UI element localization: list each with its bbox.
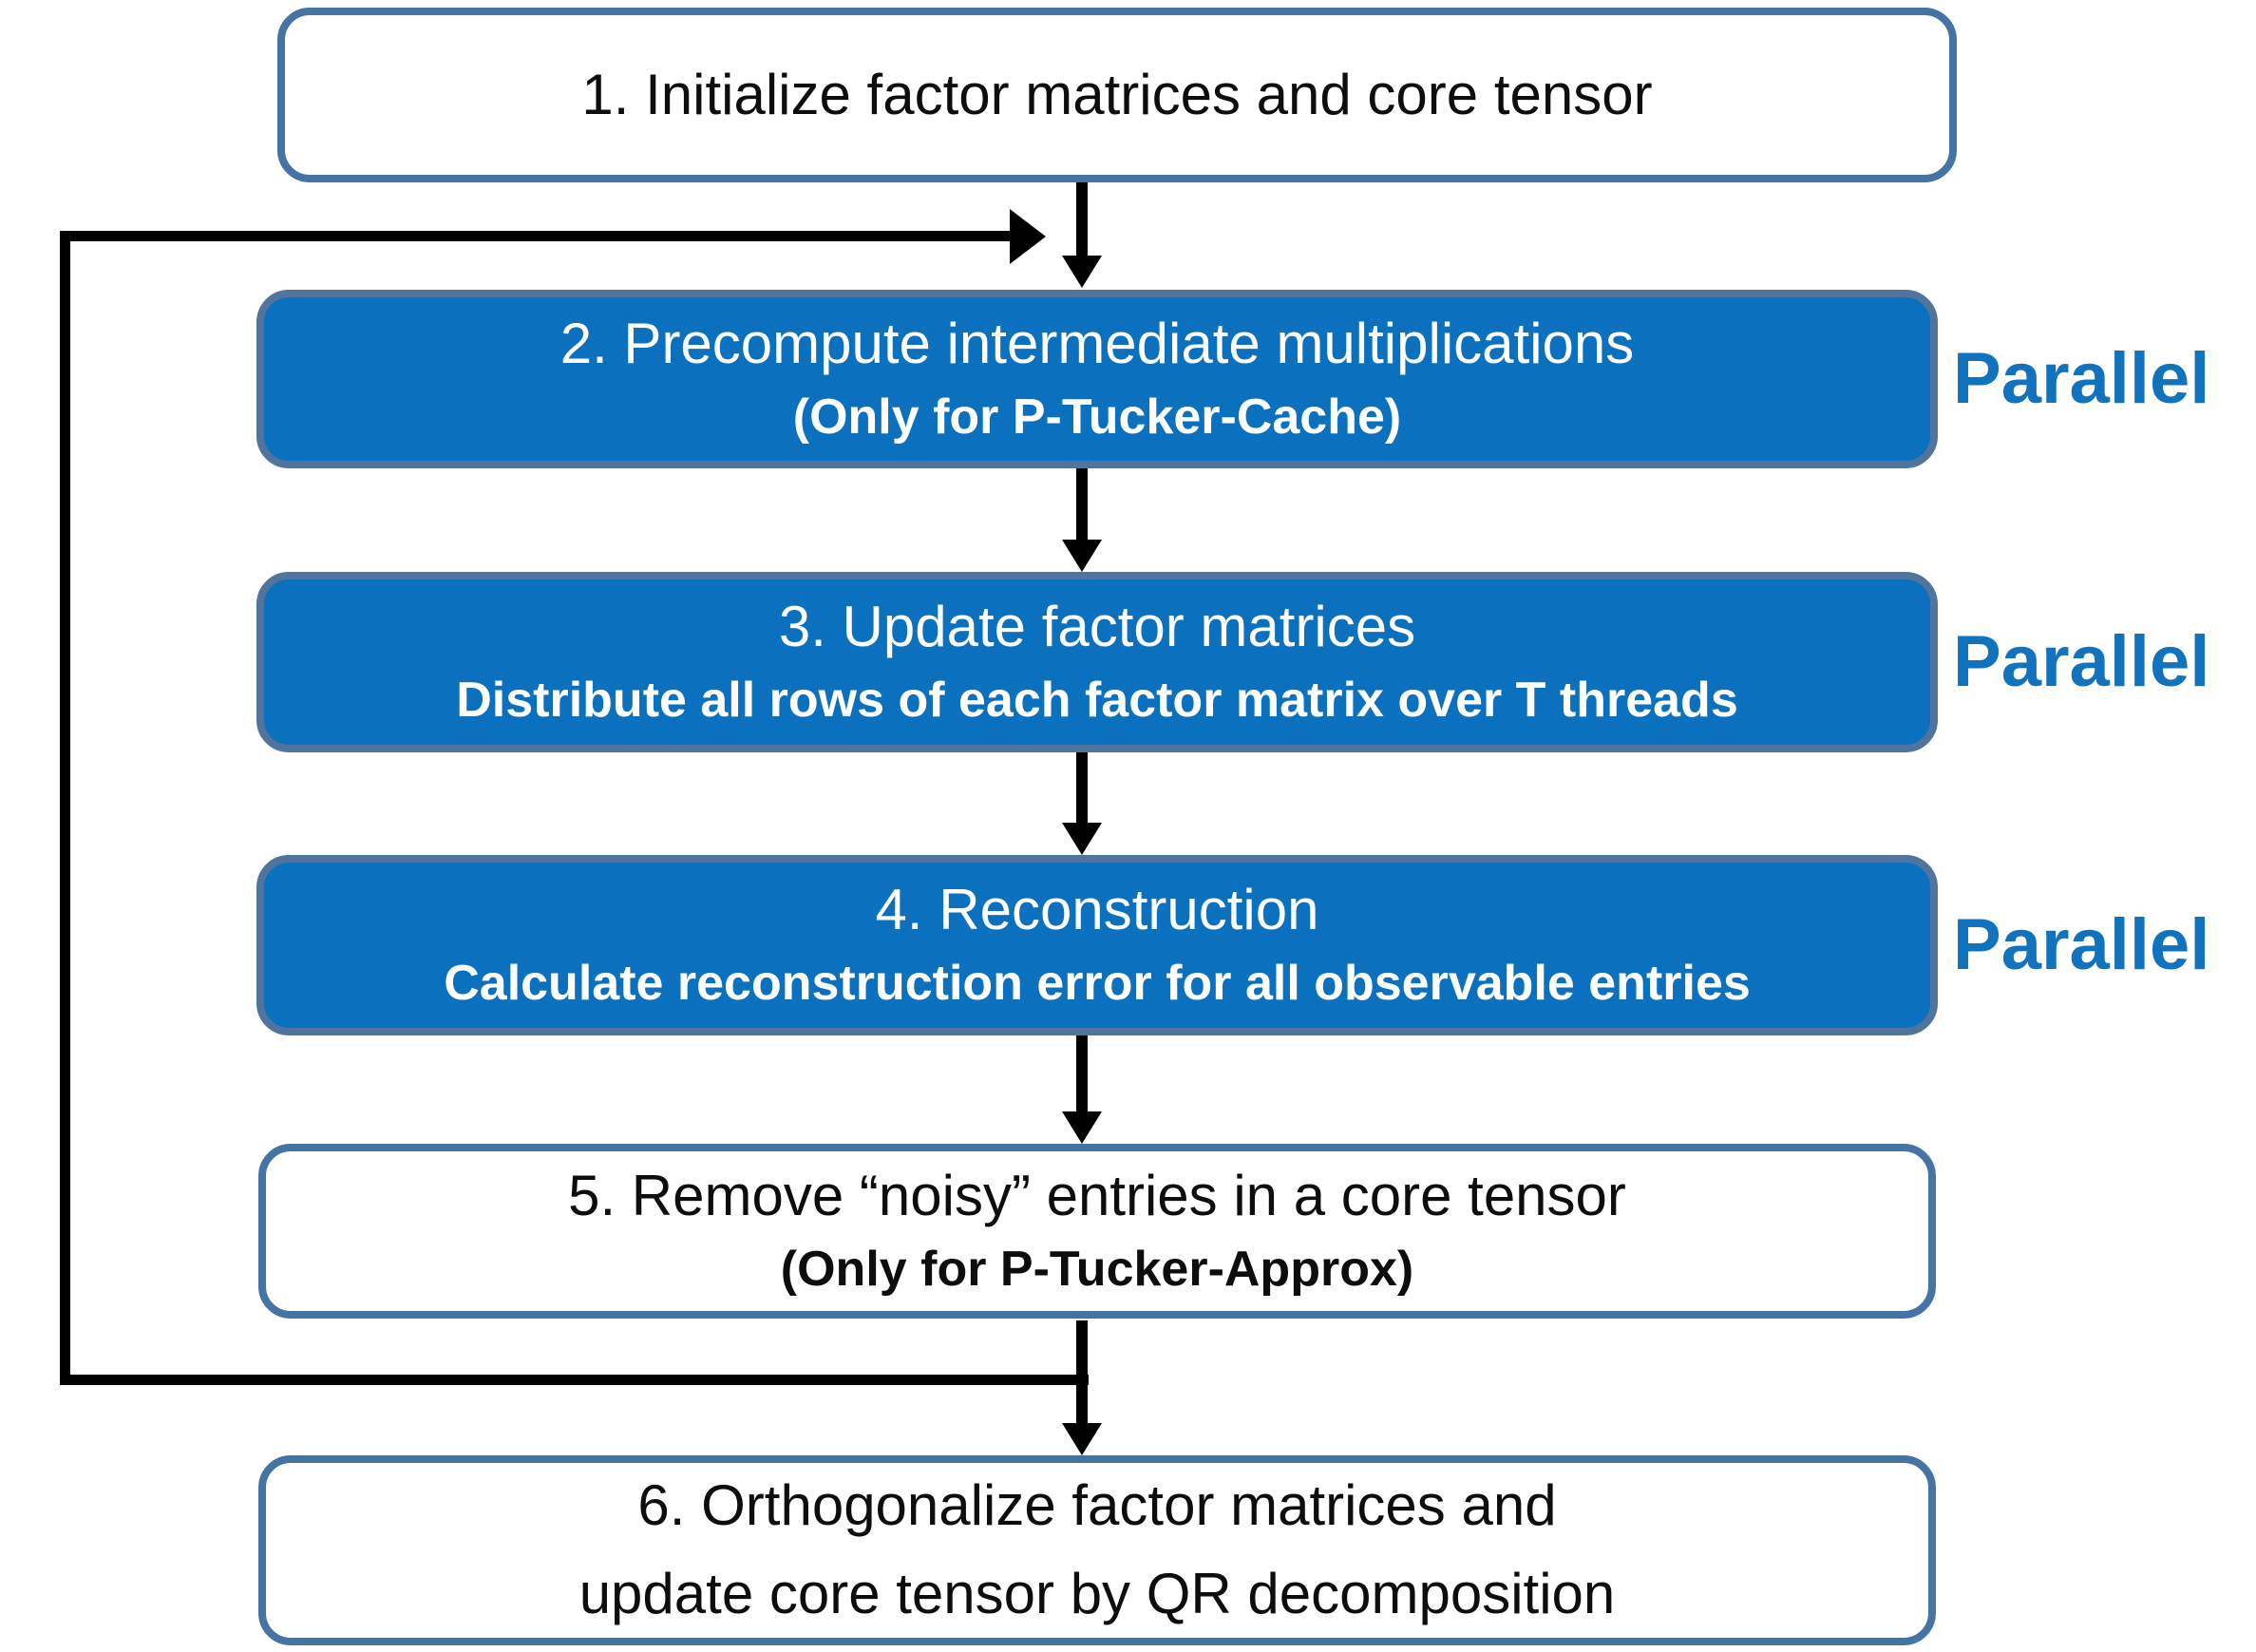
step-6-title-line1: 6. Orthogonalize factor matrices and xyxy=(637,1473,1557,1538)
arrow-step5-to-step6-head-icon xyxy=(1062,1423,1102,1455)
loop-back-line-bottom xyxy=(60,1375,1089,1385)
step-5-subtitle: (Only for P-Tucker-Approx) xyxy=(780,1242,1414,1298)
arrow-step4-to-step5-shaft xyxy=(1076,1035,1088,1111)
step-4-title: 4. Reconstruction xyxy=(875,878,1319,942)
arrow-step3-to-step4-head-icon xyxy=(1062,823,1102,855)
step-2-title: 2. Precompute intermediate multiplicatio… xyxy=(559,312,1635,376)
parallel-label-step3: Parallel xyxy=(1953,621,2210,702)
step-3-title: 3. Update factor matrices xyxy=(778,595,1416,659)
parallel-label-step4: Parallel xyxy=(1953,904,2210,985)
arrow-step2-to-step3-shaft xyxy=(1076,468,1088,540)
step-5-box: 5. Remove “noisy” entries in a core tens… xyxy=(258,1144,1936,1319)
arrow-step1-to-step2-head-icon xyxy=(1062,256,1102,288)
step-3-box: 3. Update factor matrices Distribute all… xyxy=(256,572,1938,752)
arrow-step5-to-step6-shaft xyxy=(1076,1320,1088,1423)
step-2-subtitle: (Only for P-Tucker-Cache) xyxy=(792,389,1402,446)
loop-back-arrow-head-icon xyxy=(1010,209,1046,264)
step-5-title: 5. Remove “noisy” entries in a core tens… xyxy=(568,1164,1626,1228)
step-6-title-line2: update core tensor by QR decomposition xyxy=(578,1562,1616,1625)
parallel-label-step2: Parallel xyxy=(1953,338,2210,419)
step-6-box: 6. Orthogonalize factor matrices and upd… xyxy=(258,1455,1936,1645)
loop-back-line-left xyxy=(60,231,70,1385)
step-4-box: 4. Reconstruction Calculate reconstructi… xyxy=(256,855,1938,1035)
step-1-title: 1. Initialize factor matrices and core t… xyxy=(581,62,1653,126)
arrow-step2-to-step3-head-icon xyxy=(1062,540,1102,572)
step-2-box: 2. Precompute intermediate multiplicatio… xyxy=(256,290,1938,468)
arrow-step1-to-step2-shaft xyxy=(1076,182,1088,256)
arrow-step4-to-step5-head-icon xyxy=(1062,1111,1102,1144)
loop-back-line-top xyxy=(60,231,1010,241)
step-4-subtitle: Calculate reconstruction error for all o… xyxy=(444,956,1751,1012)
arrow-step3-to-step4-shaft xyxy=(1076,752,1088,823)
step-3-subtitle: Distribute all rows of each factor matri… xyxy=(456,673,1738,729)
step-1-box: 1. Initialize factor matrices and core t… xyxy=(277,8,1957,182)
